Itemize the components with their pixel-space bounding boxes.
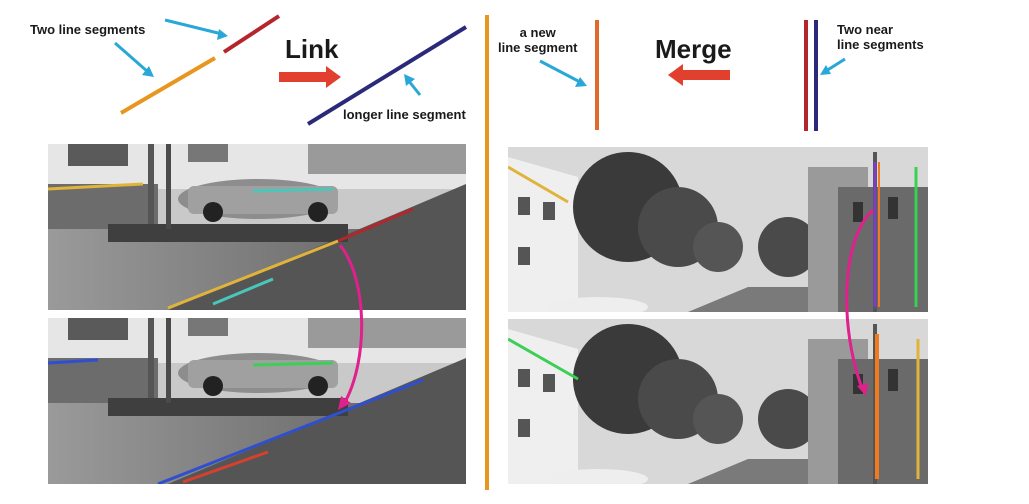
merge-after-photo	[508, 319, 928, 484]
merge-output-label-line2: line segment	[498, 40, 578, 55]
merge-output-label-line1: a new	[519, 25, 556, 40]
merge-input-label-line2: line segments	[837, 37, 924, 52]
merge-input-label: Two near line segments	[837, 22, 924, 52]
merge-arrow-icon	[668, 64, 730, 86]
merge-input-label-line1: Two near	[837, 22, 894, 37]
link-operation-title: Link	[285, 34, 339, 64]
link-before-photo	[48, 144, 466, 310]
link-output-label: longer line segment	[343, 107, 466, 122]
link-arrow-icon	[279, 66, 341, 88]
merge-operation-title: Merge	[655, 34, 732, 64]
merge-output-label: a new line segment	[498, 25, 577, 55]
link-after-photo	[48, 318, 466, 484]
dark-red-segment	[222, 14, 281, 54]
pointer-arrow-icon	[404, 74, 422, 96]
panel-divider	[485, 15, 489, 490]
longer-segment	[306, 25, 468, 126]
pointer-arrow-icon	[114, 41, 154, 77]
pointer-arrow-icon	[820, 57, 846, 75]
pointer-arrow-icon	[539, 59, 587, 87]
orange-segment	[119, 56, 217, 115]
merge-before-photo	[508, 147, 928, 312]
link-input-label: Two line segments	[30, 22, 146, 37]
pointer-arrow-icon	[164, 18, 228, 40]
